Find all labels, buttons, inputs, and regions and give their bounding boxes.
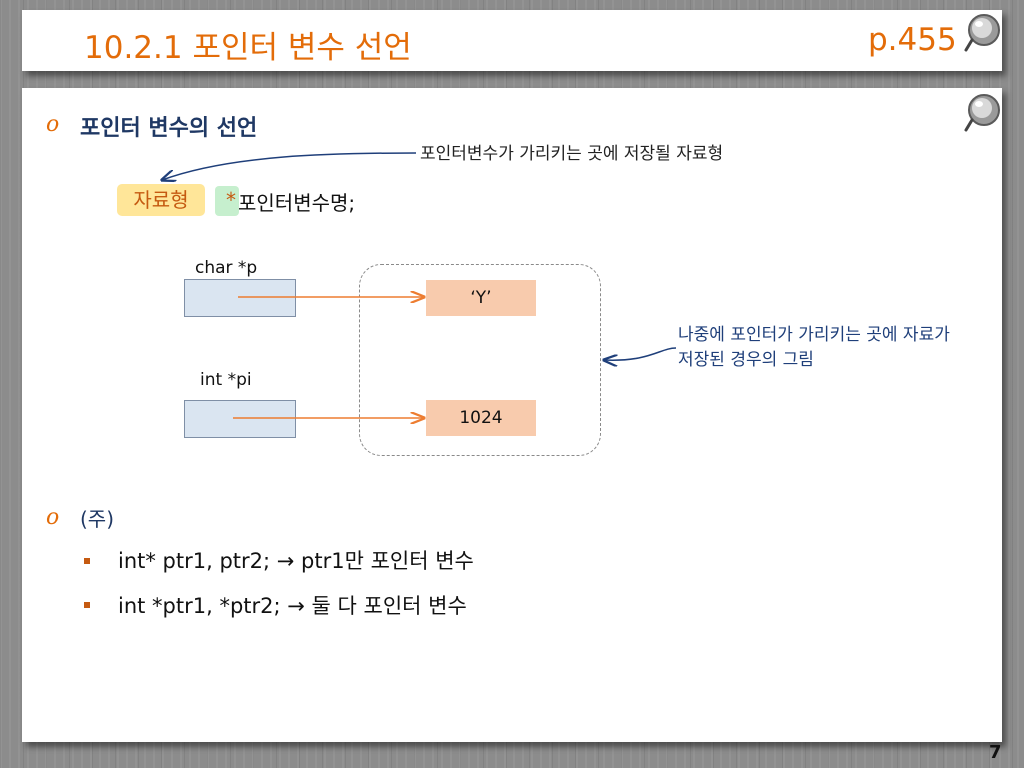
slide-title: 10.2.1 포인터 변수 선언 bbox=[84, 30, 412, 66]
syntax-pointer-name: 포인터변수명; bbox=[238, 191, 356, 215]
note-item-2: int *ptr1, *ptr2; → 둘 다 포인터 변수 bbox=[118, 594, 467, 618]
pointer-box-pi bbox=[184, 400, 296, 438]
label-int-pointer: int *pi bbox=[200, 370, 252, 390]
memory-region bbox=[359, 264, 601, 456]
pointer-box-p bbox=[184, 279, 296, 317]
section-heading-declaration: 포인터 변수의 선언 bbox=[80, 116, 258, 141]
page-reference: p.455 bbox=[868, 22, 957, 58]
syntax-data-type: 자료형 bbox=[117, 184, 205, 216]
value-box-char: ‘Y’ bbox=[426, 280, 536, 316]
slide-number: 7 bbox=[989, 742, 1002, 763]
note-item-1: int* ptr1, ptr2; → ptr1만 포인터 변수 bbox=[118, 549, 474, 573]
label-char-pointer: char *p bbox=[195, 258, 258, 278]
bullet-o-icon: o bbox=[46, 112, 60, 137]
syntax-star-highlight bbox=[215, 186, 239, 216]
annotation-memory: 나중에 포인터가 가리키는 곳에 자료가 저장된 경우의 그림 bbox=[678, 325, 950, 370]
square-bullet-icon bbox=[84, 602, 90, 608]
value-box-int: 1024 bbox=[426, 400, 536, 436]
bullet-o-icon: o bbox=[46, 505, 60, 530]
square-bullet-icon bbox=[84, 558, 90, 564]
syntax-star: * bbox=[226, 188, 236, 212]
pushpin-icon bbox=[964, 94, 1000, 132]
section-heading-note: (주) bbox=[80, 507, 115, 531]
title-bar bbox=[22, 10, 1002, 71]
annotation-data-type: 포인터변수가 가리키는 곳에 저장될 자료형 bbox=[420, 144, 724, 164]
pushpin-icon bbox=[964, 14, 1000, 52]
